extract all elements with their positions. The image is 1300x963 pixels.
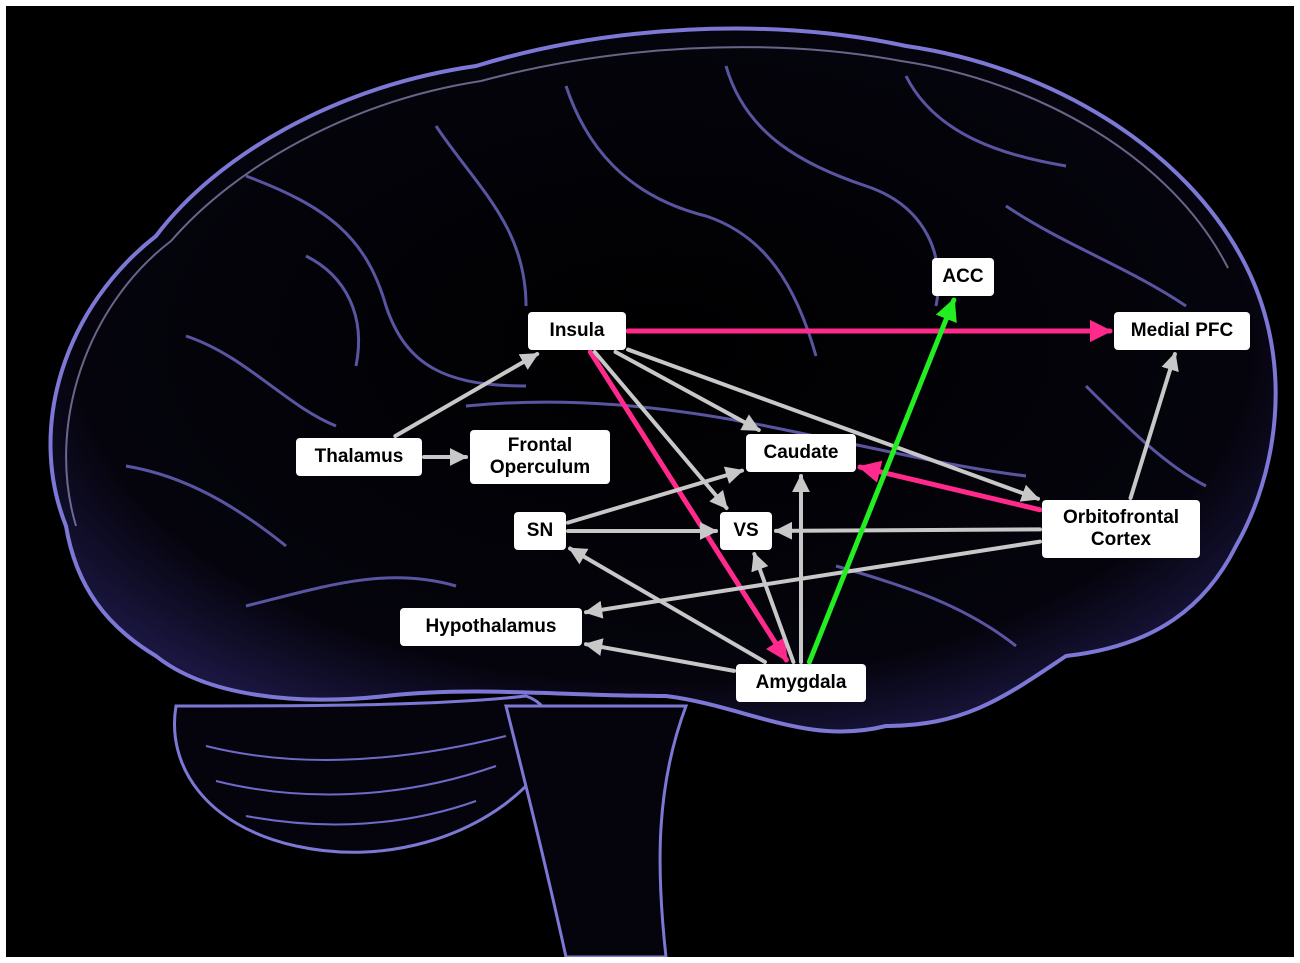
node-acc: ACC xyxy=(932,258,994,296)
node-thalamus: Thalamus xyxy=(296,438,422,476)
edge-insula-to-amygdala xyxy=(587,349,789,663)
edge-amygdala-to-sn xyxy=(568,546,767,664)
connection-layer xyxy=(393,297,1179,673)
edge-thalamus-to-insula xyxy=(393,352,540,438)
edge-insula-to-orbitofrontal-cortex xyxy=(626,347,1040,502)
edge-orbitofrontal-cortex-to-medial-pfc xyxy=(1128,352,1179,500)
edge-amygdala-to-vs xyxy=(751,552,796,664)
edge-insula-to-caudate xyxy=(613,350,761,432)
node-vs: VS xyxy=(720,512,772,550)
edge-orbitofrontal-cortex-to-hypothalamus xyxy=(584,539,1042,619)
node-orbitofrontal-cortex: Orbitofrontal Cortex xyxy=(1042,500,1200,558)
edge-sn-to-caudate xyxy=(566,466,744,525)
node-amygdala: Amygdala xyxy=(736,664,866,702)
brain-diagram-canvas: Insula ACC Medial PFC Thalamus Frontal O… xyxy=(6,6,1294,957)
edge-orbitofrontal-cortex-to-vs xyxy=(774,521,1042,540)
node-frontal-operculum: Frontal Operculum xyxy=(470,430,610,484)
node-medial-pfc: Medial PFC xyxy=(1114,312,1250,350)
edges xyxy=(393,297,1179,673)
edge-amygdala-to-acc xyxy=(806,297,957,665)
node-hypothalamus: Hypothalamus xyxy=(400,608,582,646)
brain-sulci xyxy=(125,65,1207,648)
edge-amygdala-to-hypothalamus xyxy=(584,638,736,673)
node-insula: Insula xyxy=(528,312,626,350)
node-caudate: Caudate xyxy=(746,434,856,472)
edge-orbitofrontal-cortex-to-caudate xyxy=(857,460,1043,513)
node-sn: SN xyxy=(514,512,566,550)
brain-stem xyxy=(504,704,689,957)
